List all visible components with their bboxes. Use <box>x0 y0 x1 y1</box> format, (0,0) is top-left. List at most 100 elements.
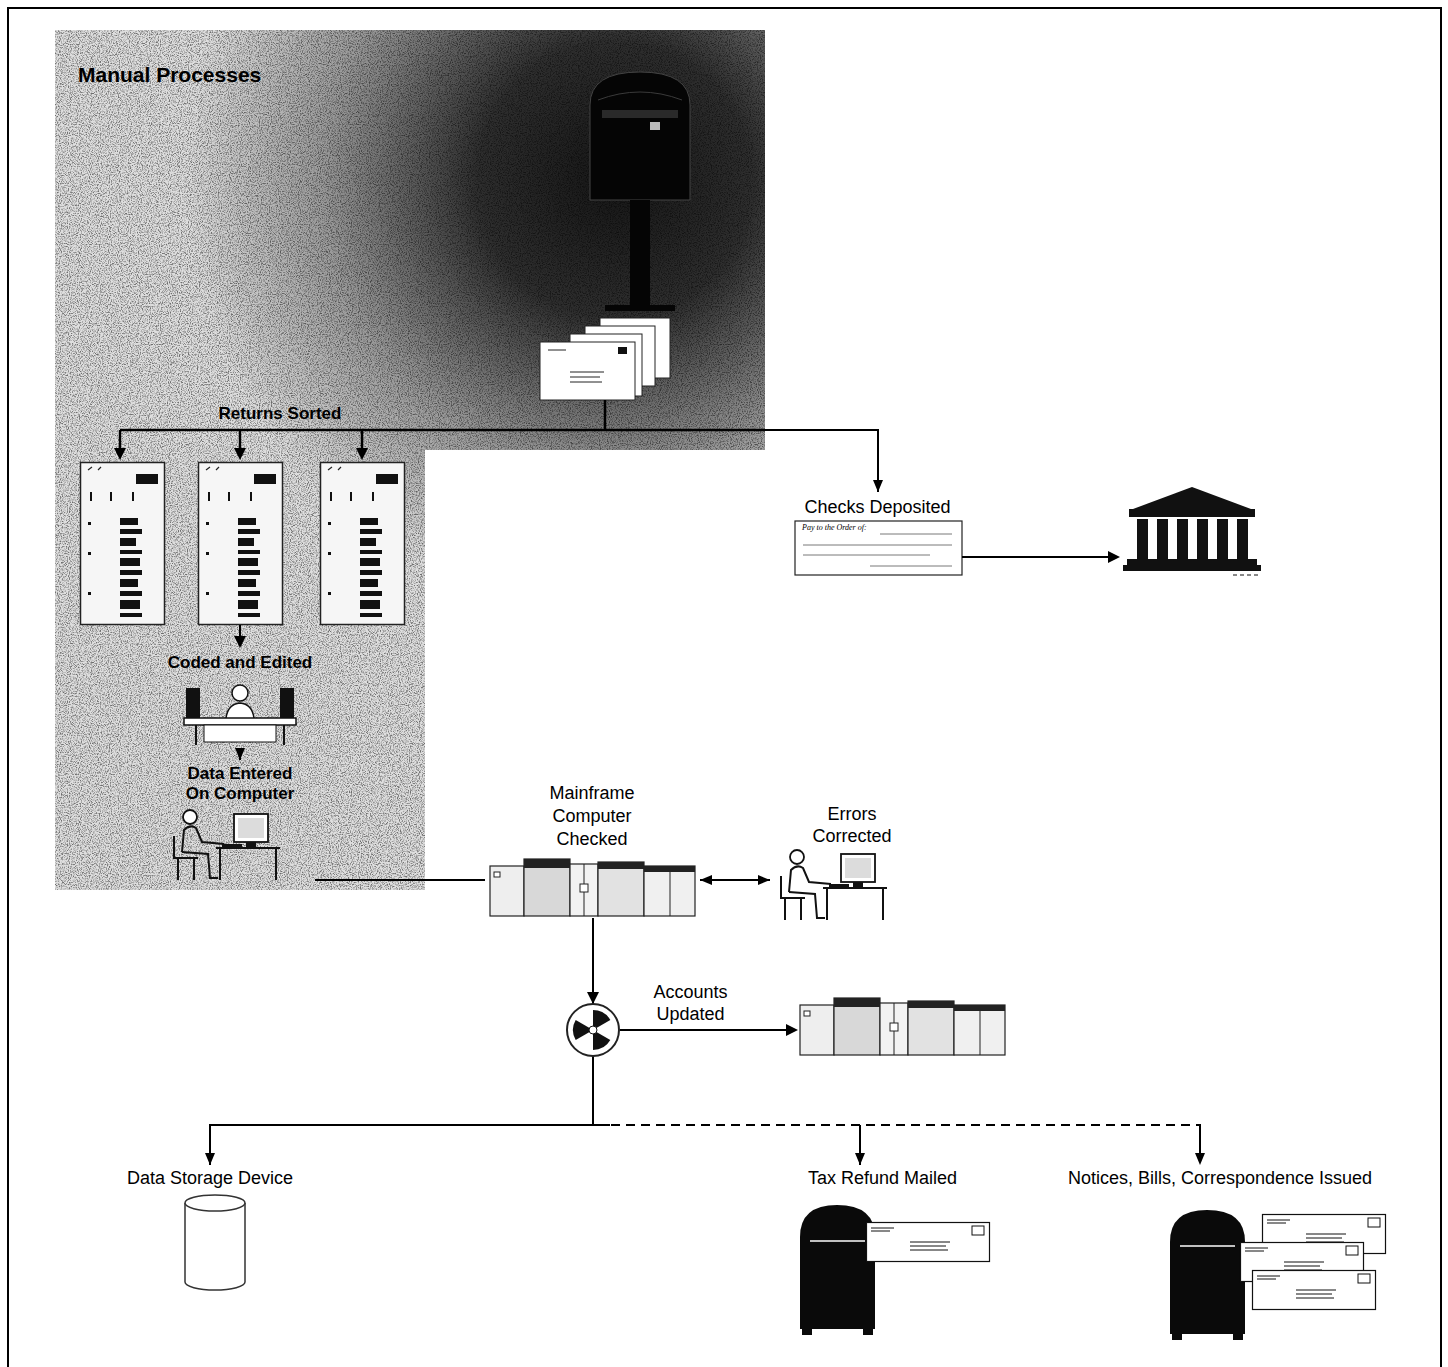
tax-form <box>321 463 405 625</box>
sorting-lines <box>120 400 765 448</box>
clerk-at-desk <box>184 718 296 725</box>
storage-cylinder <box>185 1195 245 1211</box>
tax-form <box>199 463 283 625</box>
check-to-bank-arrow <box>962 556 1109 558</box>
refund-mailbox <box>867 1223 990 1262</box>
mailbox-illustration <box>650 122 660 130</box>
clerk-at-desk <box>232 685 248 701</box>
bank-building <box>1123 487 1261 575</box>
output-caption: Tax Refund Mailed <box>770 1168 995 1189</box>
check-text: Pay to the Order of: <box>802 524 878 533</box>
sorting-arrowheads <box>234 448 246 460</box>
flow-overlay <box>1199 1125 1201 1154</box>
tax-form <box>81 463 165 625</box>
label-slot: Pay to the Order of: <box>802 524 878 533</box>
check-illustration <box>795 521 962 575</box>
clerk-at-desk <box>186 688 200 718</box>
envelope-stack <box>618 347 627 354</box>
check-to-bank-arrow <box>1108 551 1120 563</box>
account-mainframe <box>800 998 1005 1055</box>
figure-frame <box>8 8 1441 1367</box>
output-caption: Notices, Bills, Correspondence Issued <box>1030 1168 1410 1189</box>
update-arrow <box>620 1029 787 1031</box>
bank-building <box>1129 509 1255 517</box>
update-arrow <box>786 1024 798 1036</box>
output-caption: Data Storage Device <box>100 1168 320 1189</box>
mainframe-computer <box>490 859 695 916</box>
step-caption: Data Entered On Computer <box>180 764 300 805</box>
envelope-stack <box>548 350 604 382</box>
bank-building <box>1133 487 1251 509</box>
step-caption: Errors Corrected <box>802 804 902 848</box>
sorting-lines <box>361 430 364 448</box>
form-to-coder-arrow <box>234 636 246 648</box>
data-entry-operator <box>174 810 280 880</box>
sorting-lines <box>604 400 607 430</box>
account-mainframe <box>800 998 1005 1055</box>
flow-overlay <box>593 918 1200 1154</box>
bank-building <box>1233 575 1259 576</box>
label-slot: Accounts Updated <box>643 982 738 1026</box>
step-caption: Checks Deposited <box>785 497 970 518</box>
form-to-coder-arrow <box>239 625 241 637</box>
bank-building <box>1137 519 1148 559</box>
bank-building <box>1123 565 1261 571</box>
clerk-at-desk <box>196 725 284 745</box>
check-illustration <box>803 534 952 566</box>
refund-mailbox <box>800 1205 875 1335</box>
flow-overlay <box>593 1124 610 1126</box>
update-arrow <box>620 1024 798 1036</box>
sorting-arrowheads <box>114 448 368 460</box>
error-correction-operator <box>781 850 887 920</box>
flow-label: Accounts Updated <box>643 982 738 1026</box>
flow-connector <box>700 879 770 881</box>
bank-building <box>1157 519 1168 559</box>
storage-cylinder <box>185 1195 245 1290</box>
flow-connector <box>210 918 593 1165</box>
mailbox-illustration <box>602 110 678 118</box>
tape-reel <box>589 1026 597 1034</box>
sorting-lines <box>120 429 765 432</box>
sorting-arrowheads <box>114 448 126 460</box>
step-caption: Mainframe Computer Checked <box>532 782 652 851</box>
envelope-stack <box>540 342 635 400</box>
flow-overlay <box>859 1125 861 1154</box>
flow-label: Returns Sorted <box>215 404 345 424</box>
tax-form <box>81 463 405 625</box>
form-to-coder-arrow <box>234 625 246 648</box>
region-fill <box>55 30 765 890</box>
bank-building <box>1177 519 1188 559</box>
clerk-at-desk <box>204 725 276 742</box>
mainframe-computer <box>490 859 695 916</box>
clerk-at-desk <box>226 703 254 718</box>
region-grain <box>55 30 765 890</box>
tape-reel <box>567 1004 619 1056</box>
bank-building <box>1237 519 1248 559</box>
sorting-lines <box>239 430 242 448</box>
bank-building <box>1197 519 1208 559</box>
flow-connector <box>315 879 485 881</box>
clerk-at-desk <box>280 688 294 718</box>
clerk-at-desk <box>184 685 296 745</box>
step-caption: Coded and Edited <box>160 653 320 673</box>
sorting-lines <box>119 430 122 448</box>
mailbox-illustration <box>630 200 650 310</box>
mailbox-illustration <box>598 92 682 100</box>
flow-connector <box>239 748 241 760</box>
refund-mailbox <box>800 1205 990 1335</box>
region-title: Manual Processes <box>78 62 338 87</box>
mailbox-illustration <box>605 305 675 311</box>
flow-connector <box>765 430 878 492</box>
sorting-arrowheads <box>356 448 368 460</box>
envelope-stack <box>540 318 670 400</box>
check-illustration <box>795 521 962 575</box>
notices-mailbox <box>1253 1271 1376 1310</box>
tape-arrowhead <box>587 992 599 1004</box>
label-slot: Returns Sorted <box>215 404 345 424</box>
error-correction-operator <box>781 850 887 920</box>
data-entry-operator <box>174 810 280 880</box>
check-to-bank-arrow <box>962 551 1120 563</box>
